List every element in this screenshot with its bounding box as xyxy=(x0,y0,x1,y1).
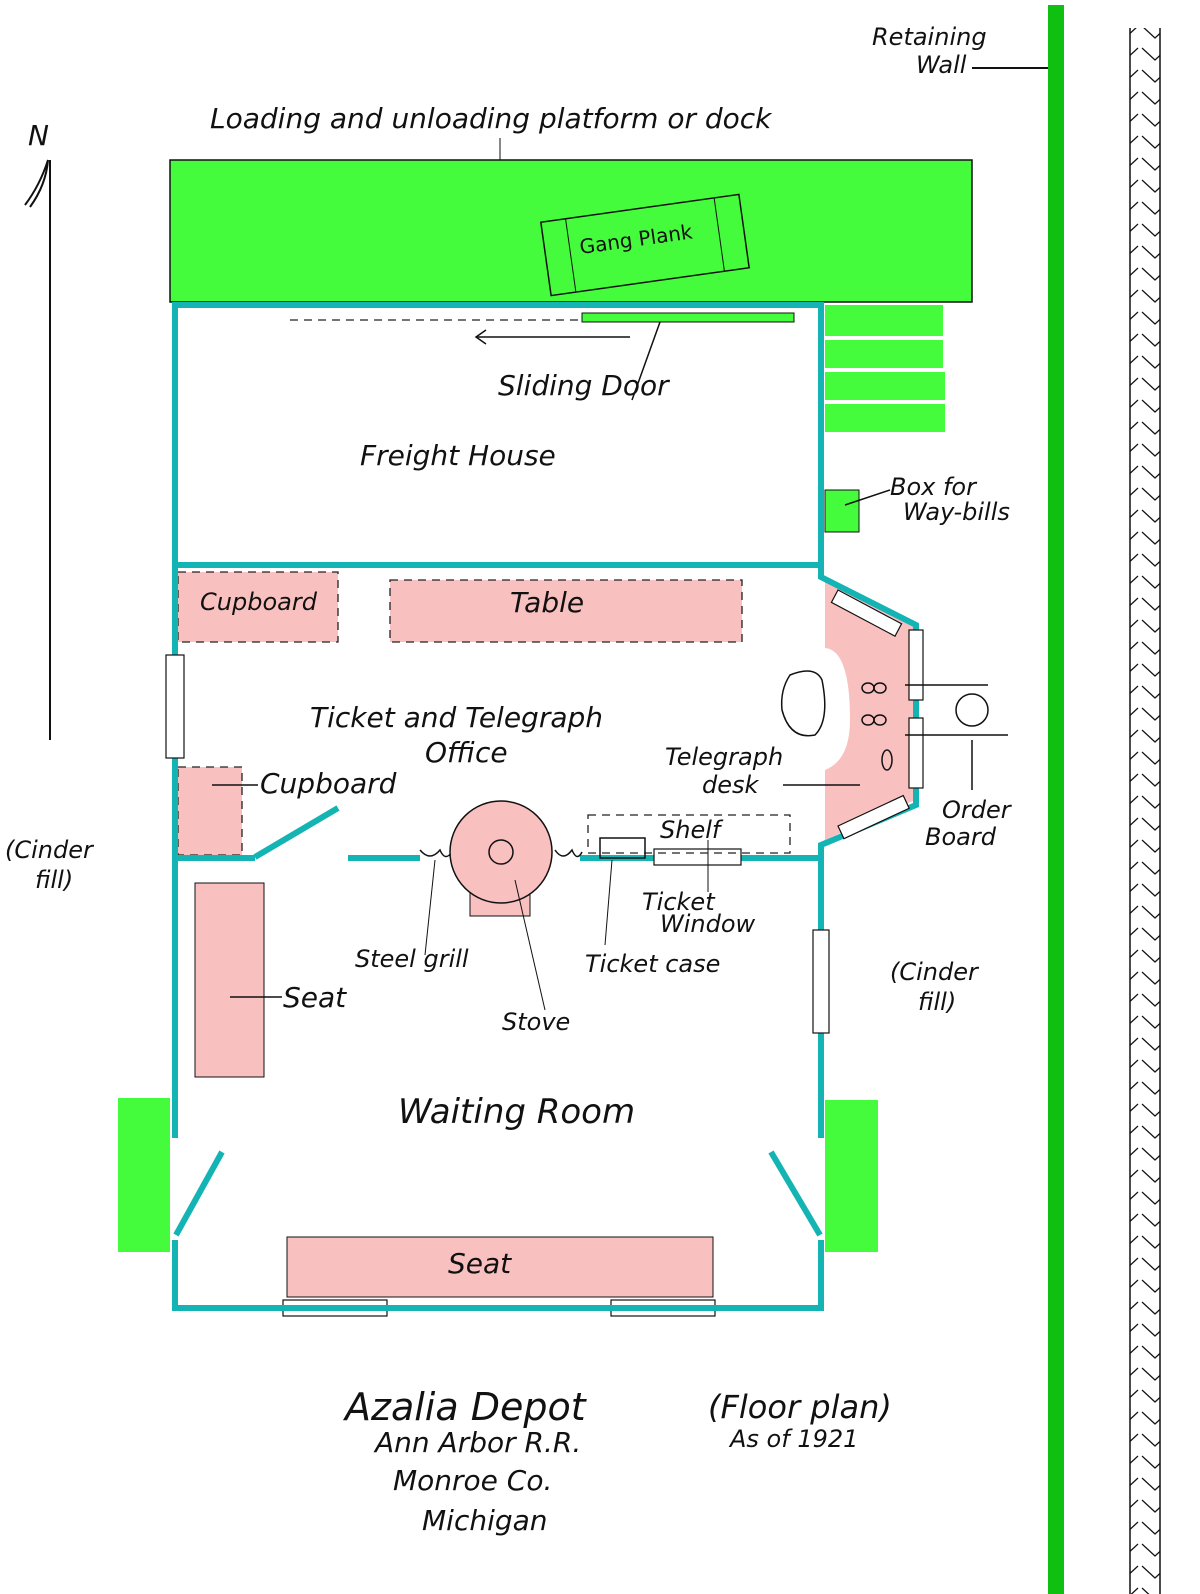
shelf xyxy=(587,814,791,854)
steel-grill-label: Steel grill xyxy=(355,945,469,973)
retaining-wall-label-1: Retaining xyxy=(872,23,987,51)
cinder-fill-right-2: fill) xyxy=(918,988,956,1016)
order-board-icon xyxy=(905,684,1008,790)
cupboard-side-label: Cupboard xyxy=(260,767,397,800)
telegraph-chair-icon xyxy=(780,670,826,737)
seat-bottom xyxy=(286,1236,714,1298)
telegraph-desk-label-1: Telegraph xyxy=(665,743,783,771)
hatched-wall xyxy=(1129,28,1161,1594)
cupboard-side xyxy=(177,766,243,856)
loading-platform xyxy=(169,159,973,303)
waybill-label-2: Way-bills xyxy=(903,498,1010,526)
caption-state: Michigan xyxy=(422,1504,548,1537)
cinder-fill-right-1: (Cinder xyxy=(890,958,980,986)
sliding-door-label: Sliding Door xyxy=(498,369,670,402)
caption-date: As of 1921 xyxy=(728,1425,858,1453)
retaining-wall-label-2: Wall xyxy=(916,51,967,79)
freight-house-walls xyxy=(172,302,824,568)
order-board-label-2: Board xyxy=(925,823,997,851)
waiting-room-label: Waiting Room xyxy=(398,1092,635,1132)
retaining-wall xyxy=(1048,5,1064,1594)
cinder-fill-left-1: (Cinder xyxy=(5,836,95,864)
step-right xyxy=(825,1100,878,1252)
ticket-case-label: Ticket case xyxy=(585,950,720,978)
waiting-room-walls xyxy=(172,1150,824,1311)
telegraph-desk xyxy=(825,580,915,840)
stove-label: Stove xyxy=(502,1008,570,1036)
order-board-label-1: Order xyxy=(942,796,1013,824)
seat-side xyxy=(194,882,265,1078)
shelf-label: Shelf xyxy=(660,816,724,844)
stove-icon xyxy=(449,800,553,904)
cupboard-top xyxy=(177,571,339,643)
windows xyxy=(165,589,924,1317)
seat-side-label: Seat xyxy=(283,981,347,1014)
office-title-1: Ticket and Telegraph xyxy=(310,701,603,734)
ticket-window-label-1: Ticket xyxy=(642,888,716,916)
north-arrow: N xyxy=(24,119,51,740)
caption-subtitle: (Floor plan) xyxy=(708,1388,892,1426)
steel-grill xyxy=(419,848,583,858)
steps xyxy=(825,305,945,432)
table xyxy=(389,579,743,643)
caption-railroad: Ann Arbor R.R. xyxy=(373,1426,581,1459)
waybill-label-1: Box for xyxy=(890,473,978,501)
caption-title: Azalia Depot xyxy=(342,1385,588,1429)
ticket-window-label-2: Window xyxy=(660,910,756,938)
seat-bottom-label: Seat xyxy=(448,1247,512,1280)
cupboard-top-label: Cupboard xyxy=(200,588,318,616)
waybill-box xyxy=(824,489,860,533)
telegraph-instruments-icon xyxy=(861,682,893,771)
platform-label: Loading and unloading platform or dock xyxy=(210,102,773,135)
step-left xyxy=(118,1098,170,1252)
caption-county: Monroe Co. xyxy=(393,1464,552,1497)
telegraph-desk-label-2: desk xyxy=(702,771,760,799)
north-label: N xyxy=(28,119,49,152)
freight-house-label: Freight House xyxy=(360,439,556,472)
table-label: Table xyxy=(510,586,584,619)
office-title-2: Office xyxy=(425,736,508,769)
cinder-fill-left-2: fill) xyxy=(35,866,73,894)
sliding-door xyxy=(581,312,795,323)
ticket-case xyxy=(599,837,646,859)
